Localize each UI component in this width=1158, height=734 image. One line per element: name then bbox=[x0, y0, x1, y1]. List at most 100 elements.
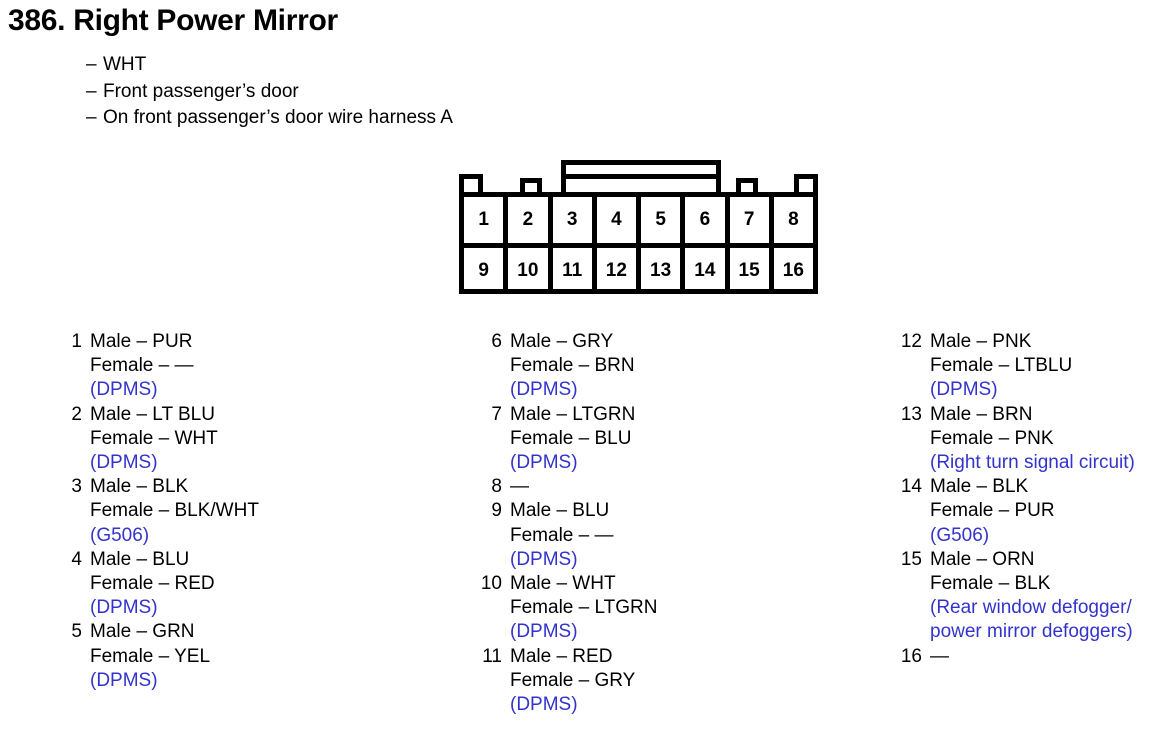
connector-body: 1 2 3 4 5 6 7 8 9 10 11 12 13 14 15 16 bbox=[459, 192, 818, 294]
pin-female-wire: Female – PNK bbox=[930, 427, 1054, 449]
pin-female-wire: Female – GRY bbox=[510, 669, 636, 691]
pin-number: 13 bbox=[900, 403, 922, 425]
pin-column-1: 1 Male – PUR Female – — (DPMS) 2 Male – LT BL… bbox=[68, 330, 398, 693]
pin-male-wire: Male – BLU bbox=[90, 548, 190, 570]
connector-pin-cell: 13 bbox=[641, 248, 686, 294]
pin-male-wire: Male – PUR bbox=[90, 331, 193, 352]
pin-circuit-note: (Right turn signal circuit) bbox=[930, 452, 1135, 474]
pin-number: 4 bbox=[71, 548, 82, 570]
bullet-dash-icon: – bbox=[86, 54, 97, 75]
pin-circuit-note: (Rear window defogger/ power mirror defo… bbox=[930, 597, 1133, 643]
pin-circuit-note: (DPMS) bbox=[510, 548, 578, 570]
pin-circuit-note: (DPMS) bbox=[930, 379, 998, 401]
connector-pin-cell: 7 bbox=[730, 197, 774, 243]
pin-number: 7 bbox=[491, 403, 502, 425]
pin-female-wire: Female – LTBLU bbox=[930, 355, 1073, 377]
subtitle-text: Front passenger’s door bbox=[103, 80, 299, 102]
connector-center-tab-line bbox=[566, 174, 716, 179]
bullet-dash-icon: – bbox=[86, 107, 97, 128]
connector-pin-cell: 1 bbox=[464, 197, 509, 243]
connector-pin-cell: 6 bbox=[685, 197, 730, 243]
pin-number: 6 bbox=[491, 331, 502, 352]
pin-male-wire: Male – ORN bbox=[930, 548, 1035, 570]
connector-notch-left bbox=[459, 174, 483, 179]
pin-number: 1 bbox=[71, 331, 82, 352]
connector-notch-left-inner bbox=[478, 174, 483, 196]
connector-pin-cell: 8 bbox=[788, 209, 799, 230]
pin-entry: 4 Male – BLU Female – RED(DPMS) bbox=[68, 548, 398, 621]
pin-female-wire: Female – — bbox=[90, 355, 194, 377]
pin-number: 10 bbox=[480, 573, 502, 595]
pin-number: 2 bbox=[71, 403, 82, 425]
pin-circuit-note: (DPMS) bbox=[90, 597, 158, 619]
pin-male-wire: — bbox=[930, 645, 949, 667]
pin-male-wire: Male – GRY bbox=[510, 331, 614, 352]
pin-circuit-note: (DPMS) bbox=[90, 669, 158, 691]
pin-male-wire: Male – WHT bbox=[510, 573, 616, 595]
page-title: 386. Right Power Mirror bbox=[8, 4, 338, 37]
pin-female-wire: Female – WHT bbox=[90, 427, 218, 449]
pin-male-wire: Male – BRN bbox=[930, 403, 1033, 425]
pin-entry: 16— bbox=[896, 645, 1158, 669]
pin-detail: Male – ORN Female – BLK(Rear window defog… bbox=[930, 548, 1158, 645]
connector-notch-pin7-right bbox=[753, 178, 758, 196]
pin-female-wire: Female – PUR bbox=[930, 500, 1055, 522]
pin-female-wire: Female – RED bbox=[90, 573, 215, 595]
subtitle-text: WHT bbox=[103, 54, 147, 75]
connector-pin-cell: 10 bbox=[508, 248, 553, 294]
pin-male-wire: Male – BLU bbox=[510, 500, 610, 522]
pin-detail: Male – PNK Female – LTBLU(DPMS) bbox=[930, 330, 1158, 403]
pin-male-wire: Male – PNK bbox=[930, 331, 1032, 352]
connector-notch-pin2-right bbox=[537, 178, 542, 196]
subtitle-line: –On front passenger’s door wire harness … bbox=[86, 105, 453, 132]
pin-female-wire: Female – BLK bbox=[930, 573, 1051, 595]
bullet-dash-icon: – bbox=[86, 80, 97, 102]
connector-pin-cell: 3 bbox=[553, 197, 597, 243]
pin-number: 8 bbox=[491, 476, 502, 498]
pin-entry: 8— bbox=[478, 475, 818, 499]
pin-female-wire: Female – LTGRN bbox=[510, 597, 658, 619]
pin-female-wire: Female – YEL bbox=[90, 645, 211, 667]
connector-pin-cell: 2 bbox=[508, 197, 553, 243]
connector-notch-right-edge bbox=[813, 174, 818, 196]
pin-number: 5 bbox=[71, 621, 82, 643]
connector-pin-cell: 4 bbox=[597, 197, 641, 243]
pin-number: 9 bbox=[491, 500, 502, 522]
connector-notch-pin7 bbox=[736, 178, 758, 183]
pin-male-wire: Male – RED bbox=[510, 645, 613, 667]
connector-pin-cell: 5 bbox=[641, 197, 686, 243]
pin-entry: 15 Male – ORN Female – BLK(Rear window def… bbox=[896, 548, 1158, 645]
connector-row-top: 1 2 3 4 5 6 7 8 bbox=[464, 197, 813, 243]
connector-pin-cell: 15 bbox=[730, 248, 774, 294]
pin-detail: Male – BLU Female – RED(DPMS) bbox=[90, 548, 398, 621]
connector-notch-right-inner bbox=[794, 174, 799, 196]
connector-notch-pin2 bbox=[520, 178, 542, 183]
pin-male-wire: Male – BLK bbox=[90, 476, 189, 498]
subtitle-line: –Front passenger’s door bbox=[86, 79, 453, 106]
pin-number: 15 bbox=[900, 548, 922, 570]
connector-pin-cell: 16 bbox=[782, 260, 804, 281]
subtitle-line: –WHT bbox=[86, 52, 453, 79]
pin-male-wire: Male – LT BLU bbox=[90, 403, 215, 425]
